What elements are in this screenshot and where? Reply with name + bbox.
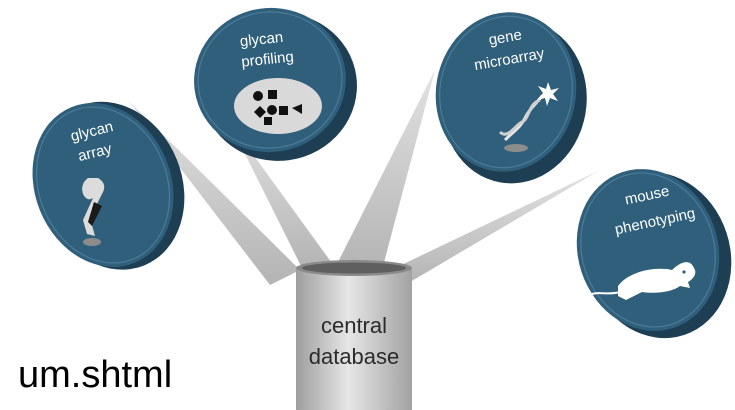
glycan-profiling-icon (234, 78, 322, 134)
glycan-array-icon (82, 178, 105, 246)
disc-label-glycan-profiling-1: glycan (239, 29, 284, 50)
beam-mouse-phenotyping (395, 170, 600, 285)
disc-glycan-array (32, 101, 185, 270)
beam-glycan-array (128, 100, 300, 285)
database-label-line2: database (309, 344, 400, 369)
partial-url-caption: um.shtml (18, 354, 173, 396)
beam-gene-microarray (336, 70, 435, 270)
disc-label-gene-microarray-1: gene (487, 26, 523, 49)
data-beams (128, 70, 600, 285)
gene-microarray-icon (498, 82, 559, 152)
disc-label-glycan-profiling-2: profiling (241, 48, 295, 70)
disc-gene-microarray (435, 12, 587, 184)
central-database-cylinder: central database (296, 260, 412, 410)
database-label-line1: central (321, 313, 387, 338)
mouse-icon (587, 262, 696, 300)
